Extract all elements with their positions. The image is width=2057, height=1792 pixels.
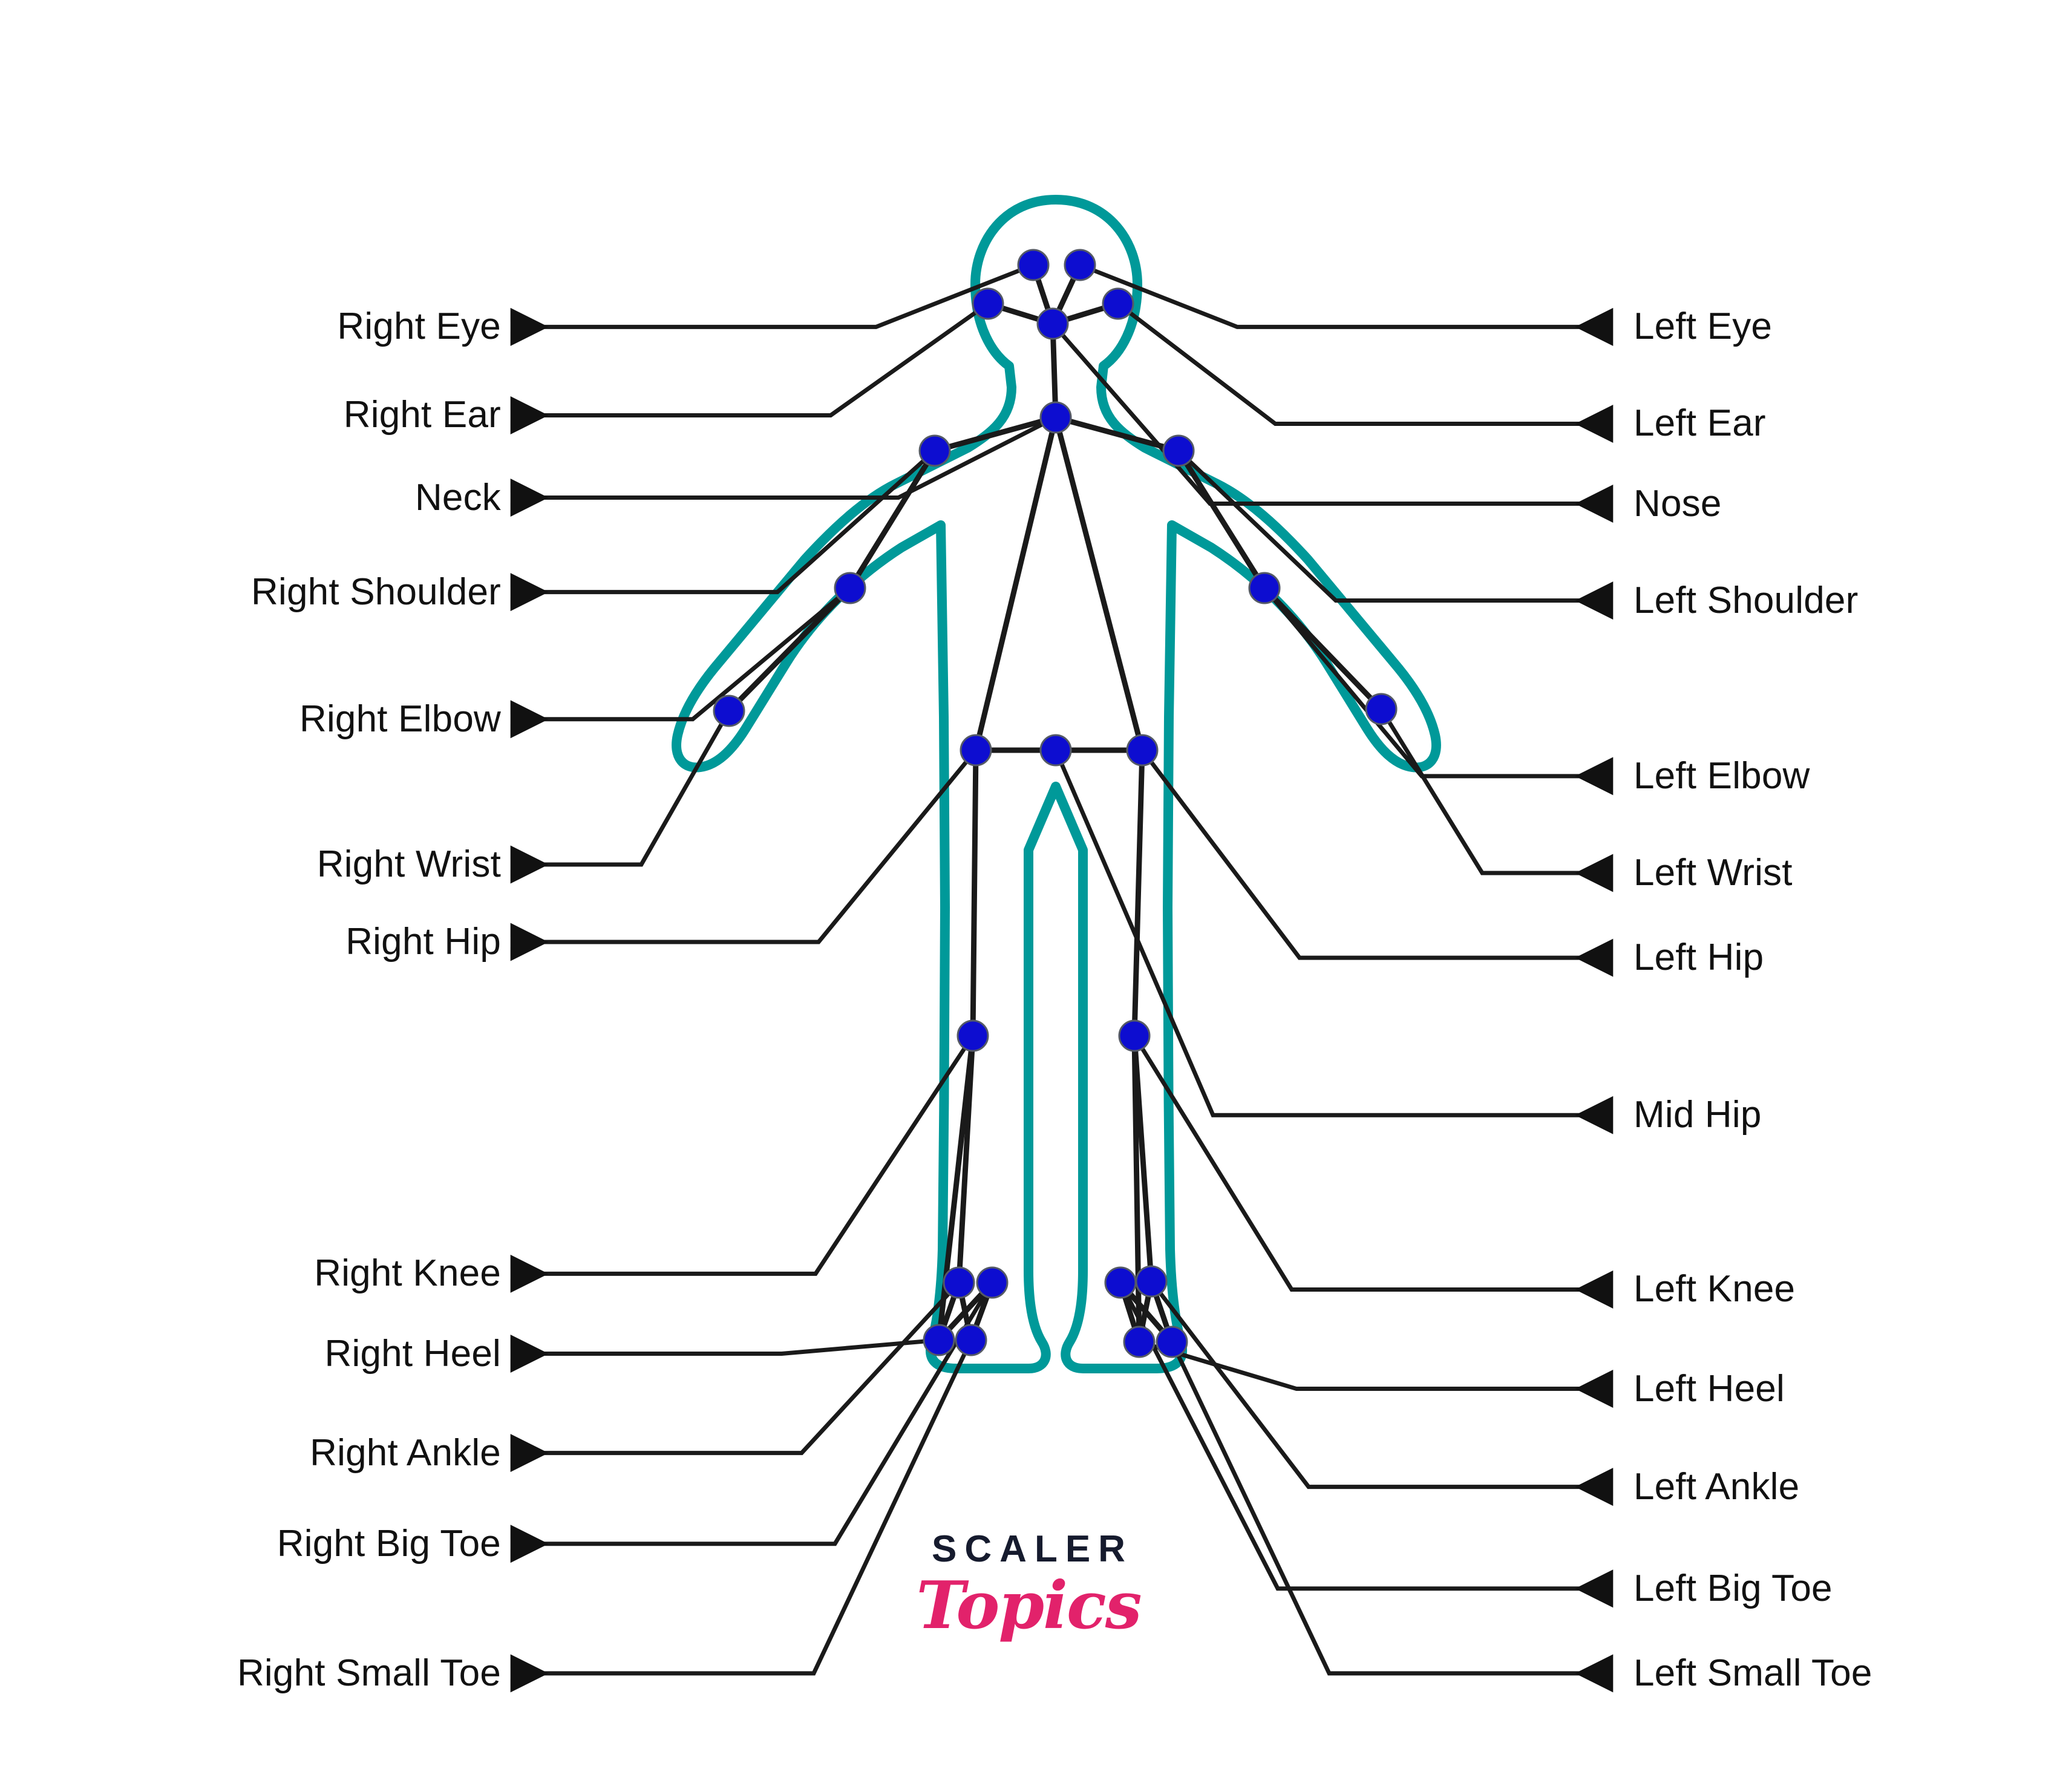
keypoint-right-heel[interactable] <box>923 1324 955 1356</box>
label-mid-hip: Mid Hip <box>1634 1094 1762 1136</box>
keypoint-left-hip[interactable] <box>1126 734 1159 767</box>
leader-line-right-eye <box>510 263 1035 346</box>
left-leader-lines <box>510 263 1057 1693</box>
label-left-small-toe: Left Small Toe <box>1634 1652 1872 1694</box>
label-right-elbow: Right Elbow <box>299 698 501 740</box>
leader-line-left-wrist <box>1379 708 1614 892</box>
label-left-hip: Left Hip <box>1634 937 1764 979</box>
keypoint-right-small-toe[interactable] <box>955 1324 987 1356</box>
keypoint-right-elbow[interactable] <box>834 572 866 604</box>
keypoint-right-eye[interactable] <box>1017 249 1050 281</box>
leader-line-left-small-toe <box>1169 1341 1614 1693</box>
leader-line-right-knee <box>510 1035 975 1293</box>
bone-left_shoulder-to-left_elbow <box>1176 448 1267 591</box>
label-right-small-toe: Right Small Toe <box>237 1652 501 1694</box>
keypoint-neck[interactable] <box>1039 401 1072 434</box>
leader-line-right-shoulder <box>510 449 937 612</box>
bone-right_hip-to-right_knee <box>970 747 979 1039</box>
label-left-ear: Left Ear <box>1634 402 1766 445</box>
leader-line-left-shoulder <box>1177 449 1614 620</box>
label-left-eye: Left Eye <box>1634 306 1773 348</box>
label-right-heel: Right Heel <box>324 1332 501 1375</box>
keypoint-left-ear[interactable] <box>1102 287 1134 320</box>
bone-neck-to-right_hip <box>973 414 1059 753</box>
keypoint-right-big-toe[interactable] <box>976 1266 1009 1299</box>
leader-line-left-ear <box>1116 302 1614 443</box>
label-right-shoulder: Right Shoulder <box>251 571 501 613</box>
label-right-eye: Right Eye <box>337 306 501 348</box>
keypoint-left-shoulder[interactable] <box>1162 434 1195 467</box>
label-right-ear: Right Ear <box>343 394 501 436</box>
label-left-big-toe: Left Big Toe <box>1634 1567 1833 1609</box>
keypoint-right-ear[interactable] <box>972 287 1004 320</box>
label-right-knee: Right Knee <box>314 1252 501 1295</box>
keypoint-left-knee[interactable] <box>1118 1019 1151 1052</box>
keypoint-left-elbow[interactable] <box>1248 572 1281 604</box>
keypoint-left-small-toe[interactable] <box>1156 1326 1188 1358</box>
keypoint-left-heel[interactable] <box>1123 1326 1156 1358</box>
label-left-knee: Left Knee <box>1634 1268 1796 1310</box>
leader-line-mid-hip <box>1053 749 1614 1134</box>
keypoint-right-wrist[interactable] <box>713 695 745 727</box>
label-right-ankle: Right Ankle <box>310 1431 501 1474</box>
label-neck: Neck <box>414 476 501 518</box>
label-right-hip: Right Hip <box>345 921 501 963</box>
label-left-heel: Left Heel <box>1634 1367 1785 1410</box>
keypoint-right-ankle[interactable] <box>943 1266 975 1299</box>
label-left-shoulder: Left Shoulder <box>1634 579 1859 621</box>
label-right-wrist: Right Wrist <box>316 843 501 885</box>
leader-line-right-big-toe <box>510 1281 994 1563</box>
label-left-elbow: Left Elbow <box>1634 754 1810 797</box>
leader-line-left-hip <box>1140 748 1614 977</box>
leader-line-left-eye <box>1079 263 1614 346</box>
keypoint-right-knee[interactable] <box>957 1019 989 1052</box>
body-outline <box>672 195 1441 1373</box>
bone-neck-to-right_shoulder <box>932 414 1059 454</box>
keypoint-dots <box>713 249 1398 1358</box>
label-nose: Nose <box>1634 482 1722 525</box>
keypoint-left-big-toe[interactable] <box>1104 1266 1137 1299</box>
bone-right_shoulder-to-right_elbow <box>847 448 938 591</box>
leader-line-right-hip <box>510 748 978 961</box>
keypoint-right-hip[interactable] <box>960 734 992 767</box>
bone-neck-to-left_hip <box>1053 414 1145 753</box>
leader-line-right-small-toe <box>510 1339 973 1693</box>
bone-left_hip-to-left_knee <box>1131 747 1145 1039</box>
leader-line-left-ankle <box>1150 1280 1614 1506</box>
label-left-wrist: Left Wrist <box>1634 851 1793 894</box>
label-left-ankle: Left Ankle <box>1634 1465 1800 1508</box>
keypoint-nose[interactable] <box>1036 307 1069 340</box>
bone-left_elbow-to-left_wrist <box>1261 585 1384 712</box>
keypoint-left-eye[interactable] <box>1064 249 1096 281</box>
label-right-big-toe: Right Big Toe <box>276 1522 501 1565</box>
keypoint-right-shoulder[interactable] <box>918 434 951 467</box>
right-leader-lines <box>1051 263 1614 1693</box>
leader-line-right-heel <box>510 1335 940 1373</box>
leader-line-left-big-toe <box>1118 1281 1614 1608</box>
leader-line-right-elbow <box>510 586 852 739</box>
keypoint-left-wrist[interactable] <box>1365 693 1398 725</box>
leader-line-right-wrist <box>510 710 731 884</box>
leader-line-neck <box>510 415 1057 517</box>
bone-right_elbow-to-right_wrist <box>726 585 853 714</box>
leader-line-right-ear <box>510 302 990 434</box>
leader-line-left-heel <box>1138 1339 1614 1408</box>
leader-line-left-knee <box>1133 1035 1614 1309</box>
bone-neck-to-left_shoulder <box>1053 414 1182 454</box>
leader-line-right-ankle <box>510 1281 961 1473</box>
keypoint-mid-hip[interactable] <box>1039 734 1072 767</box>
keypoint-left-ankle[interactable] <box>1135 1265 1168 1298</box>
